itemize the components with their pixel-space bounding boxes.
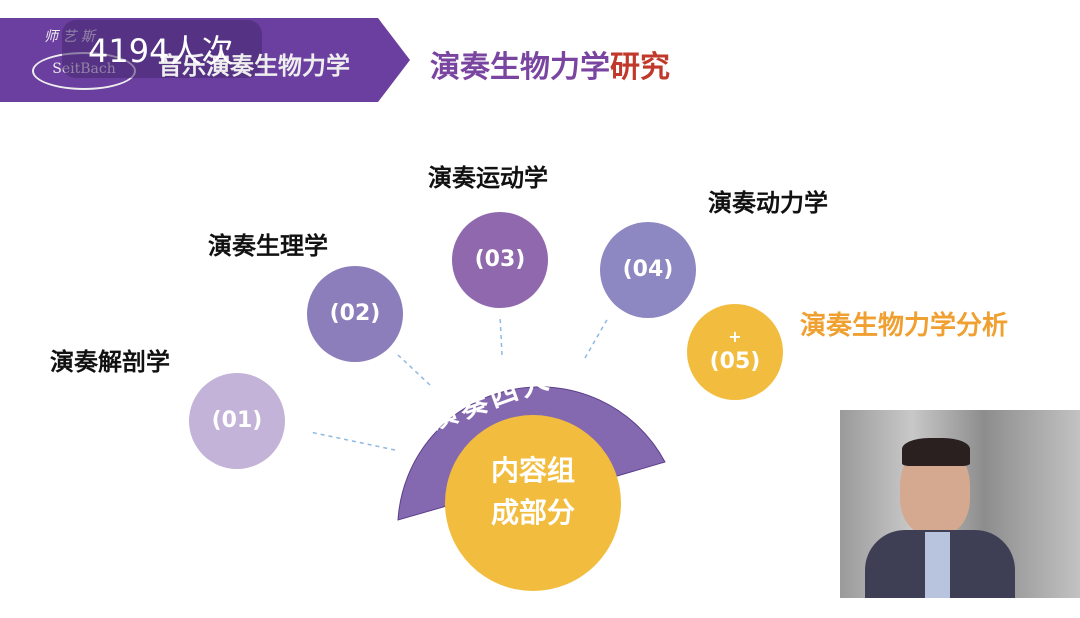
arrow-03 [499,314,503,356]
arrow-01 [309,431,396,451]
center-line1: 内容组 [490,454,575,487]
circle-01: (01) [189,373,285,469]
circle-05-num: (05) [709,349,761,375]
center-line2: 成部分 [490,496,575,529]
label-04: 演奏动力学 [708,189,828,217]
label-02: 演奏生理学 [208,232,328,260]
label-03: 演奏运动学 [428,164,548,192]
circle-05: + (05) [687,304,783,400]
presenter-video[interactable] [840,410,1080,598]
circle-04: (04) [600,222,696,318]
slide-title: 演奏生物力学研究 [430,42,670,86]
banner-subtitle: 音乐演奏生物力学 [158,52,350,80]
title-accent: 研究 [610,50,670,85]
arrow-04 [584,317,609,359]
viewer-count-overlay [62,20,262,78]
center-circle-shape [445,415,621,591]
title-main: 演奏生物力学 [430,50,610,85]
arrow-02 [397,354,431,386]
circle-02: (02) [307,266,403,362]
label-01: 演奏解剖学 [50,348,170,376]
viewer-count: 4194人次 [88,32,234,70]
plus-icon: + [728,327,742,347]
label-05: 演奏生物力学分析 [800,311,1009,341]
presenter-hair [902,438,970,466]
presenter-shirt [925,532,950,598]
center-circle-label: 内容组 成部分 [478,450,588,534]
circle-03: (03) [452,212,548,308]
